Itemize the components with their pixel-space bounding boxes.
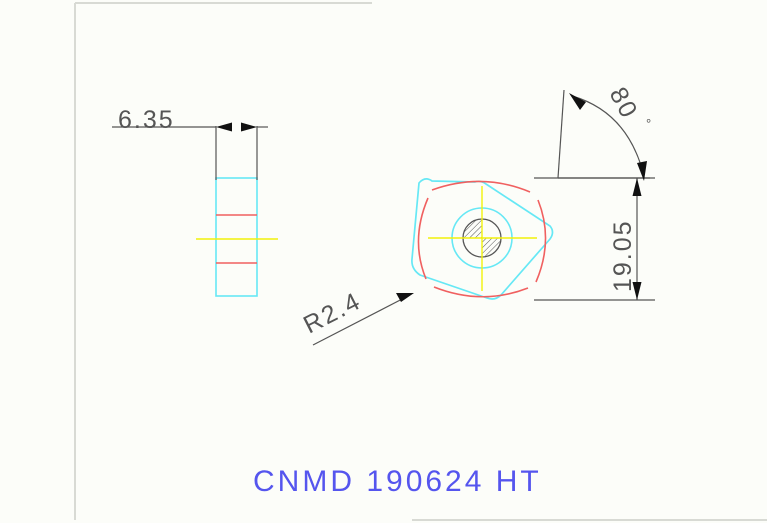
- inscribed-circle-dimension: 19.05: [534, 177, 655, 301]
- included-angle-label: 80: [604, 83, 644, 124]
- thickness-arrow-right: [241, 122, 257, 132]
- corner-radius-label: R2.4: [299, 287, 366, 340]
- chipbreaker-arc-top: [431, 180, 531, 193]
- thickness-arrow-left: [216, 122, 232, 132]
- inscribed-circle-dimension-label: 19.05: [609, 219, 637, 292]
- main-view-group: [411, 178, 554, 300]
- insert-outline: [411, 178, 554, 300]
- chipbreaker-arc-left: [417, 197, 429, 280]
- angle-arrow-end: [637, 161, 647, 181]
- hole-hatch-upper-left: [463, 219, 482, 238]
- ic-arrow-bottom: [632, 282, 642, 300]
- radius-leader-arrow: [396, 293, 414, 302]
- degree-symbol: °: [646, 116, 651, 131]
- chipbreaker-arc-right: [535, 199, 547, 283]
- thickness-dimension-label: 6.35: [118, 106, 175, 134]
- side-view-outline: [215, 177, 258, 297]
- sheet-border: [74, 2, 767, 521]
- drawing-title: CNMD 190624 HT: [253, 465, 542, 498]
- side-view-group: [196, 177, 278, 297]
- hole-hatch-lower-right: [482, 238, 501, 257]
- angle-arrow-start: [569, 93, 586, 110]
- ic-arrow-top: [632, 178, 642, 196]
- thickness-dimension: 6.35: [112, 106, 268, 180]
- chipbreaker-arc-bottom: [433, 286, 529, 298]
- included-angle-dimension: 80 °: [557, 83, 651, 181]
- corner-radius-leader: R2.4: [299, 287, 414, 346]
